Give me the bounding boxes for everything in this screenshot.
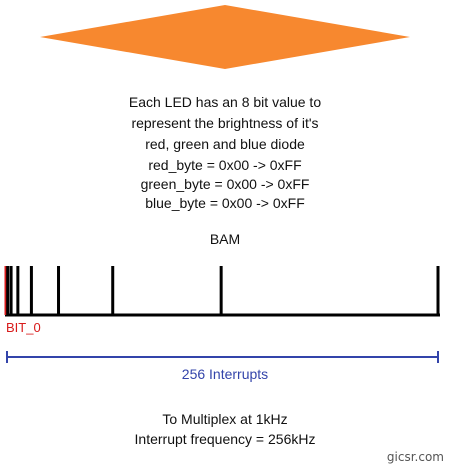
footer-line-2: Interrupt frequency = 256kHz xyxy=(134,431,316,447)
description-line-3: red, green and blue diode xyxy=(145,136,305,152)
led-description: Each LED has an 8 bit value to represent… xyxy=(95,92,355,155)
watermark: gicsr.com xyxy=(386,450,444,464)
description-line-2: represent the brightness of it's xyxy=(131,115,319,131)
interrupts-label: 256 Interrupts xyxy=(181,366,269,382)
decision-diamond xyxy=(40,5,410,69)
description-line-1: Each LED has an 8 bit value to xyxy=(128,94,322,110)
footer-line-1: To Multiplex at 1kHz xyxy=(162,411,288,427)
blue-byte-range: blue_byte = 0x00 -> 0xFF xyxy=(145,195,305,211)
bam-bit-marks xyxy=(4,266,440,315)
footer-note: To Multiplex at 1kHz Interrupt frequency… xyxy=(80,409,370,449)
bam-title: BAM xyxy=(209,231,241,247)
bit0-label: BIT_0 xyxy=(6,320,41,335)
byte-ranges: red_byte = 0x00 -> 0xFF green_byte = 0x0… xyxy=(95,156,355,213)
red-byte-range: red_byte = 0x00 -> 0xFF xyxy=(148,157,302,173)
green-byte-range: green_byte = 0x00 -> 0xFF xyxy=(140,176,310,192)
